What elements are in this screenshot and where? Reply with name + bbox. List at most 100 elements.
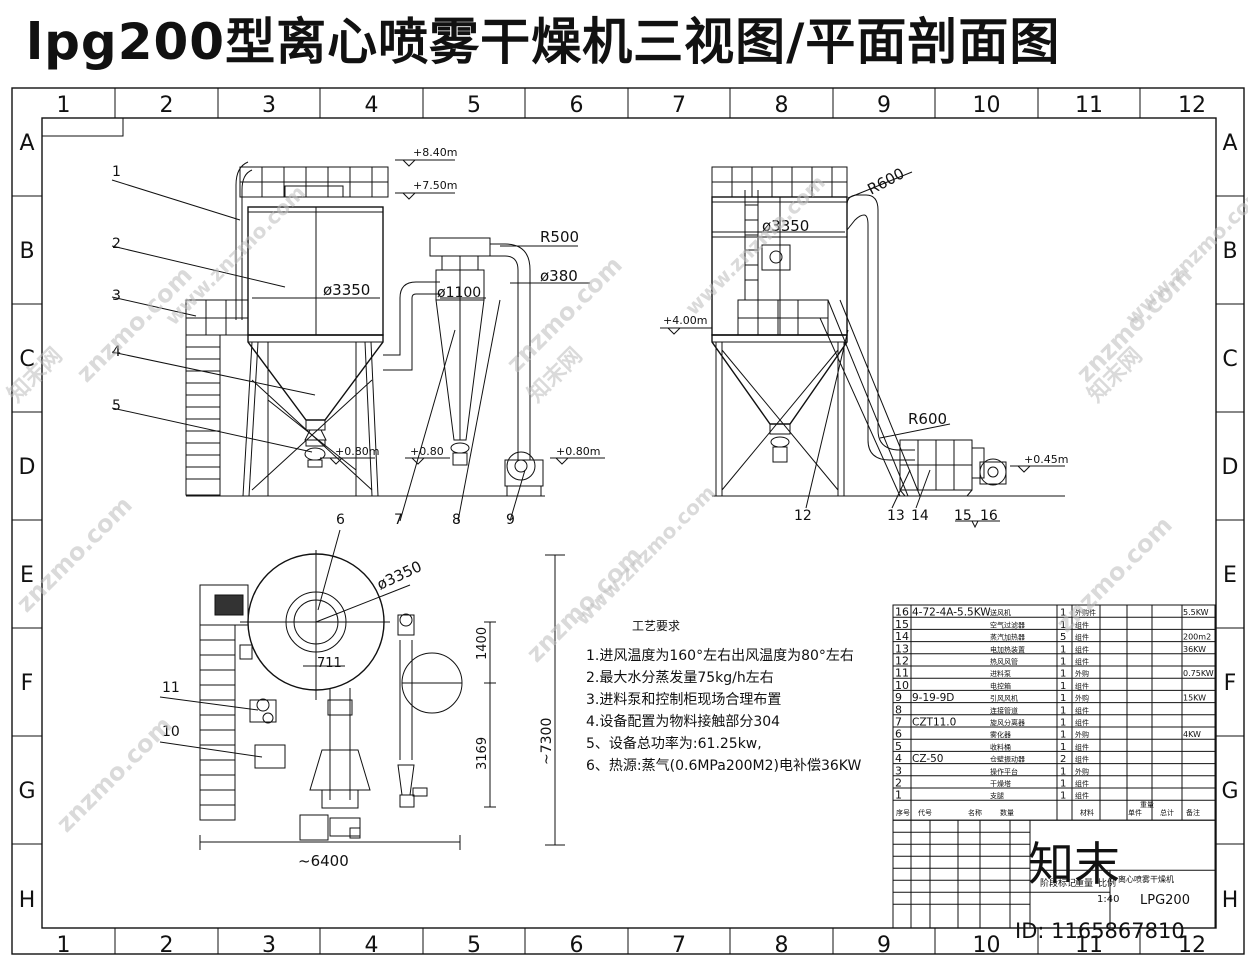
bom-name: 连接管道	[990, 706, 1018, 715]
bom-header-2: 名称	[968, 808, 982, 817]
grid-row-left: E	[20, 563, 34, 588]
bom-no: 3	[895, 764, 902, 777]
req-heading: 工艺要求	[632, 619, 680, 633]
callout-7: 7	[394, 512, 403, 528]
side-view	[660, 166, 1065, 529]
bom-no: 10	[895, 679, 909, 692]
elev-0-45: +0.45m	[1024, 453, 1068, 466]
bom-no: 4	[895, 752, 902, 765]
bom-qty: 1	[1060, 657, 1066, 668]
req-item-2: 2.最大水分蒸发量75kg/h左右	[586, 670, 774, 686]
plan-view	[159, 529, 565, 850]
bom-no: 6	[895, 728, 902, 741]
bom-qty: 1	[1060, 693, 1066, 704]
bom-qty: 2	[1060, 754, 1066, 765]
bom-no: 2	[895, 777, 902, 790]
dim-3169: 3169	[475, 737, 490, 770]
bom-code: 9-19-9D	[912, 692, 954, 704]
bom-type: 外购件	[1075, 608, 1096, 617]
wm-site: znzmo.com	[51, 711, 178, 838]
bom-type: 组件	[1075, 645, 1089, 654]
grid-col-bottom: 10	[973, 933, 1001, 958]
callout-14: 14	[911, 508, 929, 524]
bom-no: 8	[895, 703, 902, 716]
bom-name: 干燥塔	[990, 779, 1011, 788]
grid-col-bottom: 5	[467, 933, 481, 958]
bom-no: 16	[895, 606, 909, 619]
callout-16: 16	[980, 508, 998, 524]
elev-0-80-front: +0.80m	[335, 445, 379, 458]
elev-8-40: +8.40m	[413, 146, 457, 159]
callout-2: 2	[112, 236, 121, 252]
bom-no: 12	[895, 655, 909, 668]
grid-col-bottom: 3	[262, 933, 276, 958]
process-requirements: 工艺要求1.进风温度为160°左右出风温度为80°左右2.最大水分蒸发量75kg…	[586, 619, 861, 774]
bom-qty: 1	[1060, 766, 1066, 777]
bom-type: 组件	[1075, 681, 1089, 690]
bom-spec: 4KW	[1183, 730, 1201, 739]
bom-qty: 1	[1060, 705, 1066, 716]
bom-qty: 1	[1060, 791, 1066, 802]
bom-no: 7	[895, 716, 902, 729]
bom-type: 组件	[1075, 633, 1089, 642]
callout-5: 5	[112, 398, 121, 414]
wm-site2: www.znzmo.com	[570, 480, 720, 630]
bom-name: 收料桶	[990, 742, 1011, 751]
bom-type: 外购	[1075, 767, 1089, 776]
grid-col-top: 6	[570, 93, 584, 118]
grid-col-top: 9	[877, 93, 891, 118]
tb-scale: 1:40	[1097, 894, 1119, 905]
callout-8: 8	[452, 512, 461, 528]
grid-col-bottom: 2	[160, 933, 174, 958]
corner-mark	[42, 118, 124, 137]
callout-4: 4	[112, 344, 121, 360]
bom-name: 电加热装置	[990, 645, 1025, 654]
bom-name: 旋风分离器	[990, 718, 1025, 727]
dim-r600-top: R600	[864, 164, 907, 198]
bom-name: 蒸汽加热器	[990, 633, 1025, 642]
grid-row-right: D	[1222, 455, 1239, 480]
dim-side-diameter: ø3350	[762, 217, 809, 235]
front-view	[111, 159, 605, 522]
bom-header-0: 序号	[896, 808, 910, 817]
bom-code: CZT11.0	[912, 717, 956, 729]
grid-row-right: F	[1224, 671, 1237, 696]
grid-col-top: 11	[1075, 93, 1103, 118]
bom-spec: 5.5KW	[1183, 608, 1209, 617]
tb-stage: 阶段标记	[1040, 877, 1076, 889]
bom-type: 组件	[1075, 742, 1089, 751]
grid-col-bottom: 1	[57, 933, 71, 958]
bom-spec: 36KW	[1183, 645, 1206, 654]
callout-10: 10	[162, 724, 180, 740]
bom-name: 送风机	[990, 608, 1011, 617]
bom-header-7: 备注	[1186, 808, 1200, 817]
grid-col-top: 3	[262, 93, 276, 118]
bom-qty: 1	[1060, 718, 1066, 729]
dim-plan-diameter: ø3350	[374, 557, 425, 593]
grid-col-top: 8	[775, 93, 789, 118]
bom-qty: 5	[1060, 632, 1066, 643]
grid-row-left: B	[19, 239, 34, 264]
dim-711: 711	[317, 656, 342, 671]
bom-type: 外购	[1075, 730, 1089, 739]
dim-1400: 1400	[475, 627, 490, 660]
bom-header-3: 数量	[1000, 808, 1014, 817]
inner-border	[41, 117, 1217, 929]
bom-no: 9	[895, 691, 902, 704]
callout-3: 3	[112, 288, 121, 304]
grid-row-right: C	[1222, 347, 1237, 372]
req-item-5: 5、设备总功率为:61.25kw,	[586, 735, 762, 752]
title-block: 阶段标记重量比例1:40离心喷雾干燥机LPG200	[892, 819, 1216, 929]
bom-name: 电控箱	[990, 681, 1011, 690]
req-item-6: 6、热源:蒸气(0.6MPa200M2)电补偿36KW	[586, 758, 861, 774]
bom-type: 组件	[1075, 706, 1089, 715]
bom-qty: 1	[1060, 620, 1066, 631]
bom-qty: 1	[1060, 669, 1066, 680]
bom-type: 组件	[1075, 779, 1089, 788]
grid-col-top: 7	[672, 93, 686, 118]
grid-col-bottom: 4	[365, 933, 379, 958]
